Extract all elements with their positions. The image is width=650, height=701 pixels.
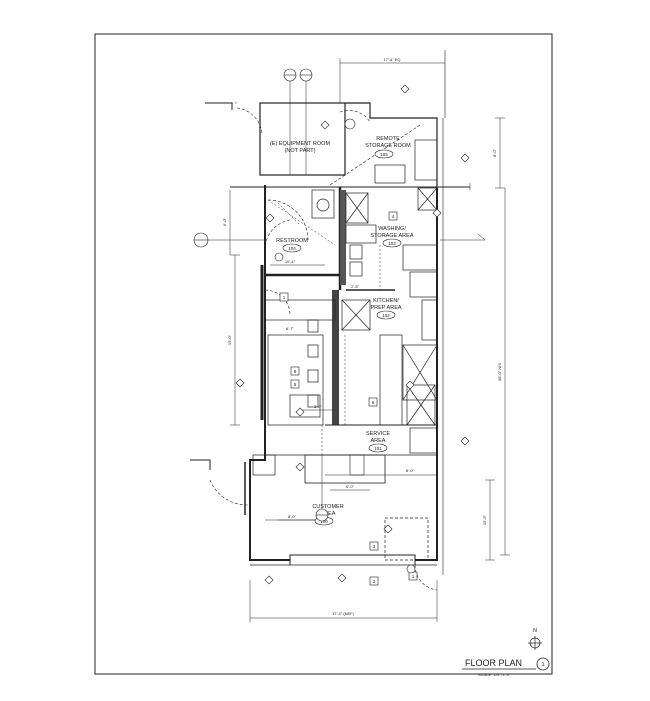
wall-type-markers [235, 84, 470, 585]
drawing-title-block: FLOOR PLAN SCALE: 1/4"=1'-0" 1 [462, 657, 550, 677]
tag-1b: 1 [412, 574, 415, 579]
room-restroom-name: RESTROOM [276, 238, 308, 244]
kitchen-equipment [311, 139, 438, 454]
room-washing-name2: STORAGE AREA [371, 233, 414, 239]
exterior-walls [249, 50, 446, 575]
dimension-texts: 17'-4" EQ 8'-0" 38'-0" NIS 15'-6" 15'-0"… [222, 57, 502, 616]
tag-2: 2 [373, 579, 376, 584]
drawing-title: FLOOR PLAN [465, 658, 522, 668]
keynote-tags [279, 211, 418, 586]
room-kitchen-name1: KITCHEN/ [373, 298, 399, 304]
room-labels: (E) EQUIPMENT ROOM (NOT PART) REMOTE STO… [270, 136, 414, 526]
dim-right-bottom: 15'-6" [482, 514, 487, 525]
room-equipment-note: (NOT PART) [285, 148, 316, 154]
room-kitchen-name2: PREP AREA [370, 305, 401, 311]
room-service-name1: SERVICE [366, 431, 390, 437]
tag-8: 8 [294, 369, 297, 374]
section-marker-leaders [208, 81, 486, 509]
section-markers [193, 68, 416, 574]
dim-left-upper: 6'-0" [222, 217, 227, 226]
room-equipment-name: (E) EQUIPMENT ROOM [270, 141, 331, 147]
keynote-tag-numbers: 4 8 5 6 1 3 1 2 [283, 214, 415, 584]
dim-top: 17'-4" EQ [383, 57, 400, 62]
room-customer-name1: CUSTOMER [312, 504, 343, 510]
dim-left-main: 15'-0" [227, 334, 232, 345]
sheet-border [94, 33, 553, 675]
dimension-lines [229, 58, 510, 622]
interior-walls [230, 186, 470, 561]
tag-3: 3 [373, 544, 376, 549]
room-restroom-number: 104 [288, 246, 296, 251]
tag-4: 4 [392, 214, 395, 219]
north-label: N [533, 628, 537, 634]
tag-6: 6 [372, 400, 375, 405]
hidden-lines [267, 199, 381, 455]
dim-counter-width: 8'-0" [288, 514, 297, 519]
room-remote-storage-name2: STORAGE ROOM [365, 143, 411, 149]
room-remote-storage-name1: REMOTE [376, 136, 400, 142]
drawing-number: 1 [541, 662, 544, 668]
dim-right-main: 38'-0" NIS [497, 363, 502, 381]
room-remote-storage-number: 105 [380, 152, 388, 157]
dim-customer-width: 6'-0" [346, 484, 355, 489]
dim-corridor: 6'-7" [286, 326, 295, 331]
tag-1: 1 [283, 295, 286, 300]
room-washing-name1: WASHING/ [378, 226, 406, 232]
room-washing-number: 103 [388, 241, 396, 246]
north-arrow: N [528, 628, 542, 650]
dim-restroom-width: 10'-4" [285, 259, 296, 264]
door-swings [205, 102, 438, 591]
room-kitchen-number: 102 [382, 313, 390, 318]
exterior-doors [190, 102, 246, 515]
dim-right-top: 8'-0" [492, 148, 497, 157]
dim-counter-gap: 3'-0" [314, 404, 323, 409]
tag-5: 5 [294, 382, 297, 387]
dim-bottom: 17'-4" (NEF) [332, 611, 355, 616]
dim-kitchen-wall: 2'-6" [351, 284, 360, 289]
room-service-number: 101 [374, 446, 382, 451]
room-service-name2: AREA [371, 438, 386, 444]
room-customer-number: 100 [320, 519, 328, 524]
seating-corridor [260, 265, 336, 426]
drawing-scale: SCALE: 1/4"=1'-0" [478, 672, 511, 677]
dim-service-width: 8'-0" [406, 468, 415, 473]
